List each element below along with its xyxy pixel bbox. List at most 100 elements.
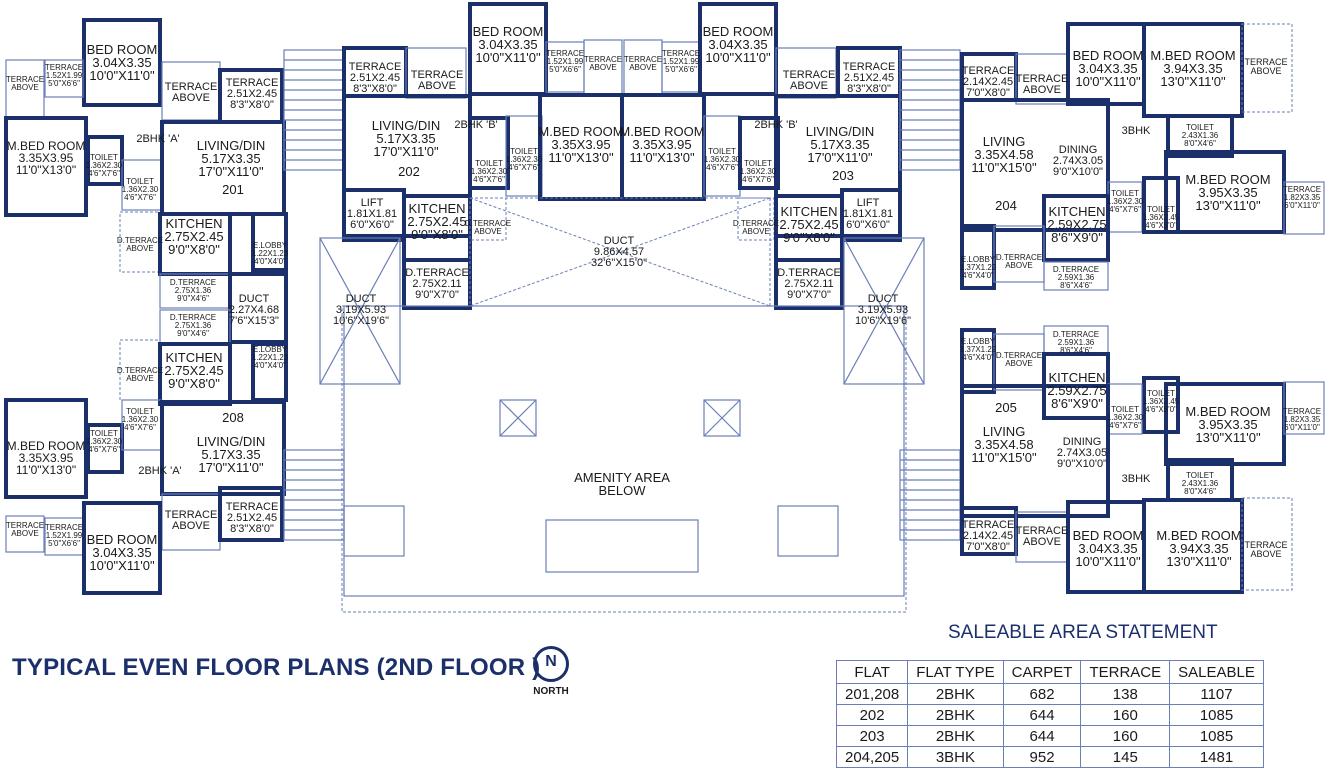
- room-label-line: M.BED ROOM: [538, 124, 623, 139]
- room-label-line: M.BED ROOM: [1156, 528, 1241, 543]
- room-label-line: 7'0"X8'0": [966, 87, 1010, 99]
- cell-flat-type: 2BHK: [907, 704, 1004, 726]
- wall-toilet-204c: [1166, 114, 1234, 158]
- room-label-line: TERRACE: [1244, 57, 1287, 67]
- room-label-line: D.TERRACE: [170, 313, 216, 322]
- wall-terrace-208a: [218, 486, 284, 542]
- duct-east-diag2: [843, 237, 925, 385]
- room-label-line: 7'0"X8'0": [966, 541, 1010, 553]
- room-label-line: TERRACE: [546, 49, 584, 58]
- room-label-line: 9.86X4.57: [594, 246, 644, 258]
- room-label-line: 1.52X1.99: [46, 71, 83, 80]
- room-label-line: 1.22X1.23: [252, 353, 289, 362]
- room-label-line: 2.59X1.36: [1058, 338, 1095, 347]
- room-label-line: 13'0"X11'0": [1195, 430, 1261, 445]
- cell-flat-type: 2BHK: [907, 683, 1004, 705]
- col-header-flat-type: FLAT TYPE: [907, 660, 1004, 684]
- cell-terrace: 138: [1080, 683, 1171, 705]
- room-label-line: 11'0"X13'0": [548, 150, 614, 165]
- room-label-line: 4'6"X4'0": [962, 271, 994, 280]
- wall-toilet-205b: [1142, 376, 1180, 434]
- room-type-201: 2BHK 'A': [136, 133, 179, 145]
- room-label-line: 2.75X1.36: [175, 286, 212, 295]
- room-label-line: 4'6"X7'6": [742, 175, 774, 184]
- room-label-line: 2.14X2.45: [963, 76, 1013, 88]
- room-label-line: TOILET: [744, 159, 772, 168]
- room-label-line: 8'3"X8'0": [230, 523, 274, 535]
- room-label-line: ABOVE: [11, 529, 39, 538]
- cell-flat: 204,205: [835, 746, 909, 768]
- room-label-line: DUCT: [868, 293, 899, 305]
- table-header-row: FLAT FLAT TYPE CARPET TERRACE SALEABLE: [835, 660, 1264, 684]
- room-label-line: LIFT: [361, 197, 384, 209]
- amenity-bay-west: [343, 505, 405, 557]
- table-row: 201,208 2BHK 682 138 1107: [835, 683, 1264, 705]
- room-label-line: D.TERRACE: [117, 366, 163, 375]
- room-label-line: TERRACE: [45, 523, 83, 532]
- room-label-line: 6'0"X11'0": [1284, 201, 1320, 210]
- room-label-line: ABOVE: [11, 83, 39, 92]
- room-label-line: D.TERRACE: [170, 278, 216, 287]
- col-header-flat: FLAT: [835, 660, 909, 684]
- void-west-d2: [499, 399, 537, 437]
- room-label-line: 2.75X2.11: [784, 278, 833, 290]
- room-type-202: 2BHK 'B': [454, 119, 497, 131]
- room-label-line: D.TERRACE: [465, 219, 511, 228]
- cell-carpet: 682: [1002, 683, 1082, 705]
- room-label-line: ABOVE: [126, 374, 154, 383]
- room-label-line: 3.04X3.35: [92, 545, 151, 560]
- room-label-line: TERRACE: [584, 55, 622, 64]
- room-label-line: KITCHEN: [408, 201, 465, 216]
- room-label-line: 8'6"X9'0": [1051, 396, 1103, 411]
- room-label-line: 3.94X3.35: [1163, 61, 1222, 76]
- room-label-line: 1.36X2.30: [1107, 413, 1144, 422]
- room-label-line: 202: [398, 164, 420, 179]
- room-label-line: 11'0"X15'0": [971, 160, 1037, 175]
- room-label-line: 2BHK 'B': [454, 119, 497, 131]
- room-flatno-204: 204: [995, 198, 1017, 213]
- room-label-line: 5.17X3.35: [201, 151, 260, 166]
- wall-living-208: [160, 400, 286, 496]
- room-label-line: 4'6"X7'6": [706, 163, 738, 172]
- room-label-line: 9'0"X7'0": [787, 289, 831, 301]
- room-label-line: TOILET: [126, 407, 154, 416]
- room-label-line: 2.59X2.75: [1047, 383, 1106, 398]
- room-label-line: 3BHK: [1122, 473, 1151, 485]
- room-label-line: D.TERRACE: [733, 219, 779, 228]
- room-label-line: DUCT: [604, 235, 635, 247]
- room-label-line: LIVING: [983, 134, 1026, 149]
- room-label-line: 2.51X2.45: [227, 88, 277, 100]
- room-label-line: 2.14X2.45: [963, 530, 1013, 542]
- room-label-line: TOILET: [90, 153, 118, 162]
- room-label-line: TERRACE: [1283, 185, 1321, 194]
- cell-saleable: 1085: [1169, 704, 1264, 726]
- room-label-line: 3.04X3.35: [1078, 541, 1137, 556]
- room-label-line: 9'0"X4'6": [177, 329, 209, 338]
- room-label-line: DINING: [1063, 436, 1102, 448]
- room-label-line: M.BED ROOM: [7, 439, 86, 453]
- room-label-line: 13'0"X11'0": [1160, 74, 1226, 89]
